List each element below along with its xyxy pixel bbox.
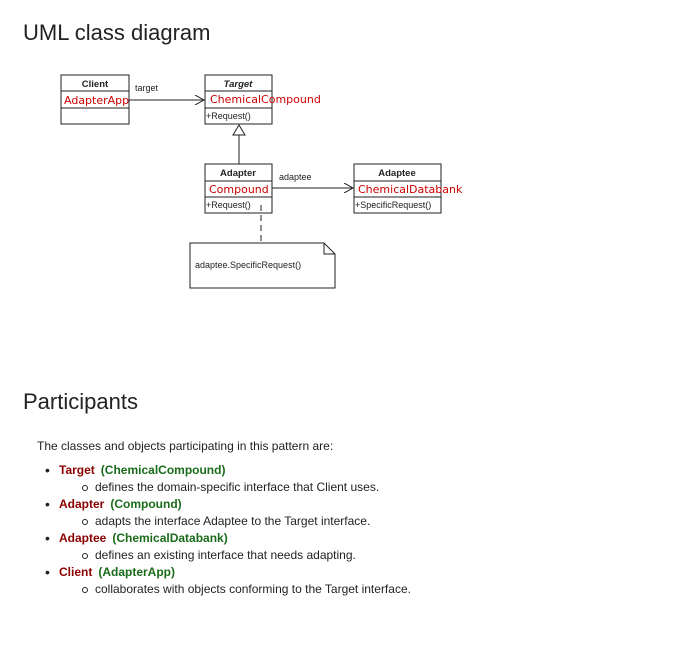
- participant-description: collaborates with objects conforming to …: [59, 581, 411, 598]
- adapter-method: +Request(): [206, 200, 251, 210]
- participant-item: Adapter (Compound) adapts the interface A…: [43, 496, 411, 530]
- client-class-name: Client: [82, 79, 109, 90]
- adapter-impl-name: Compound: [209, 183, 269, 196]
- note-text: adaptee.SpecificRequest(): [195, 260, 301, 270]
- adaptee-class-box: Adaptee ChemicalDatabank +SpecificReques…: [353, 163, 463, 214]
- adaptee-association-label: adaptee: [279, 172, 312, 182]
- note-box: adaptee.SpecificRequest(): [189, 242, 336, 289]
- participant-item: Adaptee (ChemicalDatabank) defines an exi…: [43, 530, 411, 564]
- participant-name: Adapter: [59, 497, 105, 511]
- participant-name: Client: [59, 565, 93, 579]
- participant-item: Client (AdapterApp) collaborates with obj…: [43, 564, 411, 598]
- participant-impl: (Compound): [110, 497, 182, 511]
- participant-impl: (ChemicalCompound): [100, 463, 226, 477]
- participant-description: defines the domain-specific interface th…: [59, 479, 411, 496]
- participant-description: adapts the interface Adaptee to the Targ…: [59, 513, 411, 530]
- client-impl-name: AdapterApp: [64, 94, 129, 107]
- client-class-box: Client AdapterApp: [60, 74, 130, 125]
- target-class-name: Target: [224, 79, 254, 90]
- participant-description: defines an existing interface that needs…: [59, 547, 411, 564]
- adapter-class-box: Adapter Compound +Request(): [204, 163, 273, 214]
- target-class-box: Target ChemicalCompound +Request(): [204, 74, 321, 125]
- target-impl-name: ChemicalCompound: [210, 93, 321, 106]
- adaptee-method: +SpecificRequest(): [355, 200, 431, 210]
- participant-item: Target (ChemicalCompound) defines the dom…: [43, 462, 411, 496]
- adaptee-impl-name: ChemicalDatabank: [358, 183, 463, 196]
- participant-impl: (ChemicalDatabank): [112, 531, 228, 545]
- adapter-class-name: Adapter: [220, 168, 256, 179]
- generalization-triangle: [232, 124, 246, 136]
- adaptee-class-name: Adaptee: [378, 168, 415, 179]
- target-method: +Request(): [206, 111, 251, 121]
- page-title: UML class diagram: [23, 20, 211, 45]
- participants-list: Target (ChemicalCompound) defines the dom…: [43, 462, 411, 598]
- participant-impl: (AdapterApp): [98, 565, 176, 579]
- participants-heading: Participants: [23, 389, 138, 414]
- uml-class-diagram: Client AdapterApp Target ChemicalCompoun…: [60, 74, 463, 289]
- participant-name: Adaptee: [59, 531, 107, 545]
- participants-intro: The classes and objects participating in…: [37, 439, 334, 453]
- participant-name: Target: [59, 463, 95, 477]
- target-association-label: target: [135, 83, 159, 93]
